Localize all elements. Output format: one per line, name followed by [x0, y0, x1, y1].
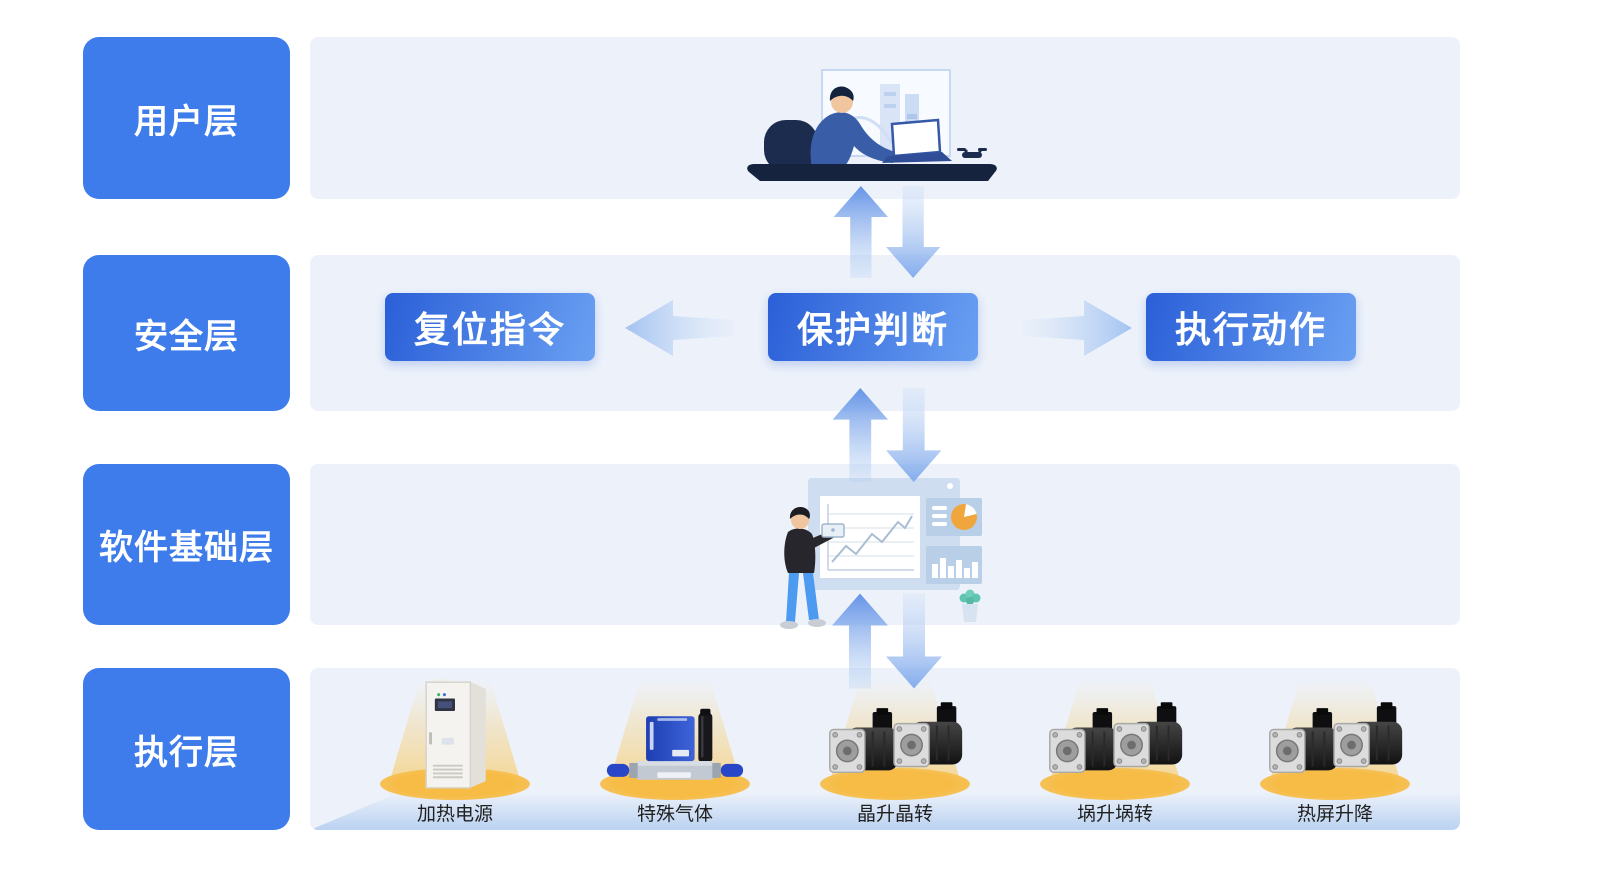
- layer-box-user: 用户层: [83, 37, 290, 199]
- execute-action-box: 执行动作: [1146, 293, 1356, 361]
- reset-command-box: 复位指令: [385, 293, 595, 361]
- platform-ellipse: [1260, 768, 1410, 800]
- platform-ellipse: [820, 768, 970, 800]
- gas-flow-controller-icon: [605, 700, 745, 796]
- station-crucible-lift-rotate: 埚升埚转: [1015, 676, 1215, 826]
- person-at-desk-icon: [742, 64, 1002, 198]
- station-heat-shield-lift: 热屏升降: [1235, 676, 1435, 826]
- servo-motors-icon: [1262, 702, 1408, 792]
- station-special-gas: 特殊气体: [575, 676, 775, 826]
- servo-motors-icon: [822, 702, 968, 792]
- layer-label: 安全层: [134, 317, 239, 356]
- left-arrow-icon: [625, 300, 735, 356]
- layer-label: 用户层: [134, 102, 239, 141]
- protection-judge-label: 保护判断: [796, 309, 949, 350]
- layer-box-software: 软件基础层: [83, 464, 290, 625]
- dashboard-presenter-icon: [778, 470, 990, 632]
- execute-action-label: 执行动作: [1174, 309, 1327, 350]
- station-label: 埚升埚转: [1076, 804, 1153, 825]
- layer-label: 软件基础层: [99, 529, 274, 567]
- layer-box-execution: 执行层: [83, 668, 290, 830]
- reset-command-label: 复位指令: [413, 309, 566, 350]
- layer-box-security: 安全层: [83, 255, 290, 411]
- layer-label: 执行层: [134, 733, 239, 772]
- protection-judge-box: 保护判断: [768, 293, 978, 361]
- station-label: 特殊气体: [636, 804, 713, 825]
- right-arrow-icon: [1022, 300, 1132, 356]
- up-down-arrows-icon: [832, 590, 942, 692]
- power-cabinet-icon: [407, 676, 503, 794]
- station-label: 晶升晶转: [856, 804, 933, 825]
- station-label: 加热电源: [416, 804, 493, 825]
- platform-ellipse: [1040, 768, 1190, 800]
- station-crystal-lift-rotate: 晶升晶转: [795, 676, 995, 826]
- plant-icon: [959, 589, 981, 622]
- up-down-arrows-icon: [832, 186, 942, 278]
- station-label: 热屏升降: [1296, 804, 1373, 825]
- servo-motors-icon: [1042, 702, 1188, 792]
- up-down-arrows-icon: [832, 388, 942, 482]
- station-heating-power: 加热电源: [355, 676, 555, 826]
